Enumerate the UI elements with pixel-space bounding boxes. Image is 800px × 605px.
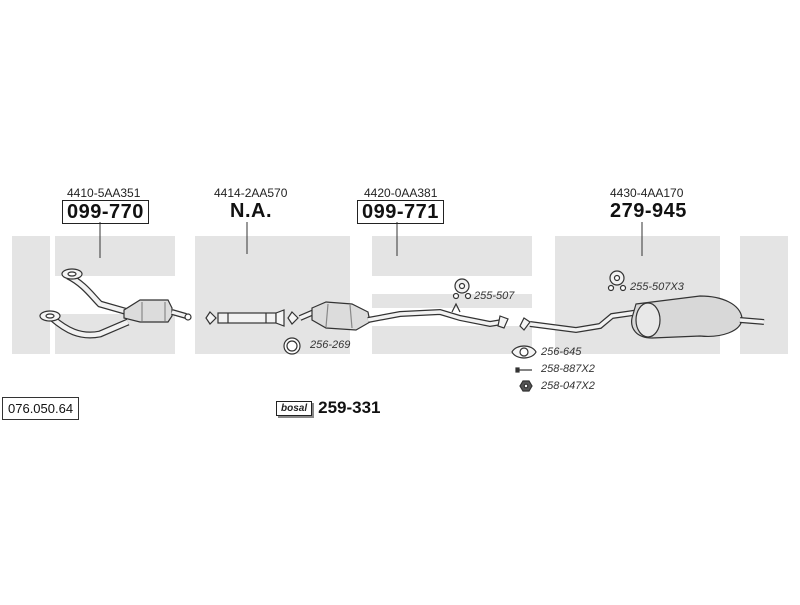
oem-code-section-4: 4430-4AA170 — [610, 186, 684, 200]
part-number-section-2: N.A. — [230, 200, 272, 222]
intermediate-pipe — [205, 309, 301, 355]
accessory-gasket-1-label: 256-269 — [310, 339, 351, 351]
leader-lines — [99, 222, 643, 258]
bolt-icon — [515, 367, 532, 373]
front-pipe-with-catalyst — [39, 268, 192, 339]
rubber-hanger-icon — [452, 278, 472, 300]
mounting-kit[interactable]: bosal 259-331 — [276, 398, 381, 418]
catalog-number: 076.050.64 — [2, 397, 80, 420]
mounting-kit-number: 259-331 — [318, 398, 381, 417]
rear-silencer — [519, 295, 765, 339]
accessory-gasket-2-label: 256-645 — [541, 346, 582, 358]
oem-code-section-1: 4410-5AA351 — [67, 186, 141, 200]
oem-code-section-2: 4414-2AA570 — [214, 186, 288, 200]
accessory-bolt-label: 258-887X2 — [541, 363, 595, 375]
brand-watermark — [12, 236, 788, 354]
part-number-section-1[interactable]: 099-770 — [62, 200, 149, 224]
brand-logo-badge: bosal — [276, 400, 313, 416]
accessory-hanger-2-label: 255-507X3 — [630, 281, 684, 293]
flange-gasket-icon — [511, 345, 537, 359]
nut-icon — [519, 380, 533, 392]
accessory-hanger-1-label: 255-507 — [474, 290, 515, 302]
accessory-nut-label: 258-047X2 — [541, 380, 595, 392]
part-number-section-4: 279-945 — [610, 200, 687, 222]
center-pipe-with-catalyst — [287, 301, 509, 331]
rubber-hanger-icon — [607, 270, 627, 292]
part-number-section-3[interactable]: 099-771 — [357, 200, 444, 224]
oem-code-section-3: 4420-0AA381 — [364, 186, 438, 200]
